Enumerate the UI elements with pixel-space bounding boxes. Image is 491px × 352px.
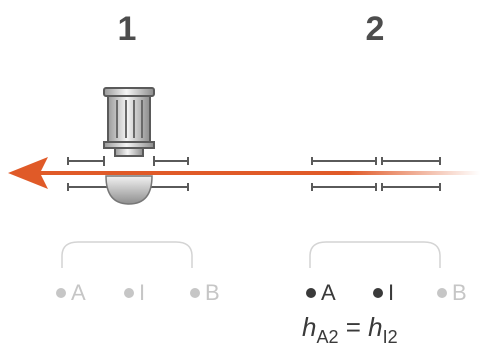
electric-motor-icon — [103, 87, 155, 157]
station-1-number: 1 — [117, 10, 137, 48]
point-dot — [373, 288, 383, 298]
station-2-point-i: I — [373, 282, 394, 304]
station-1-bracket — [61, 241, 193, 268]
station-1-flanges — [67, 156, 189, 191]
station-1-point-a: A — [56, 282, 86, 304]
point-dot — [306, 288, 316, 298]
point-dot — [437, 288, 447, 298]
station-2-number: 2 — [365, 10, 385, 48]
station-2-point-a: A — [306, 282, 336, 304]
head-equality-formula: hA2 = hI2 — [302, 312, 398, 347]
point-dot — [124, 288, 134, 298]
station-1-point-b: B — [190, 282, 220, 304]
point-dot — [190, 288, 200, 298]
point-dot — [56, 288, 66, 298]
flow-direction-arrow-icon — [8, 157, 480, 189]
station-2-bracket — [309, 241, 441, 268]
station-1-point-i: I — [124, 282, 145, 304]
pump-body-icon — [105, 175, 153, 205]
station-2-point-b: B — [437, 282, 467, 304]
station-2-flanges — [311, 157, 441, 191]
